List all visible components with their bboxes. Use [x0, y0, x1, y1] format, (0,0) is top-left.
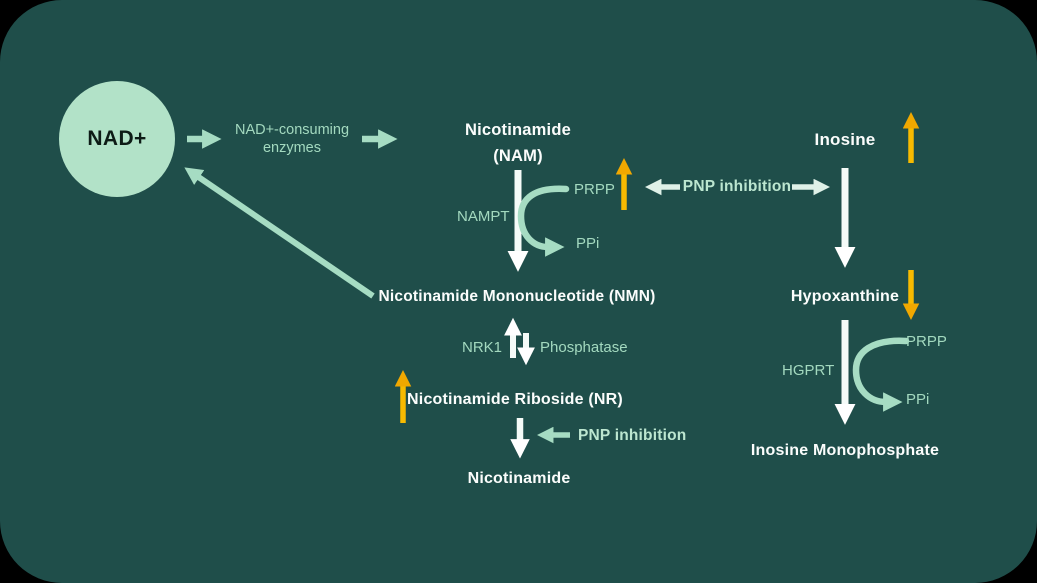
nam-line1: Nicotinamide: [464, 121, 572, 139]
nampt-prpp-ppi-curved-arrow: [517, 185, 570, 257]
consuming-enzymes-line1: NAD+-consuming: [234, 122, 350, 138]
hgprt-prpp-ppi-curved-arrow: [852, 337, 910, 412]
prpp-left-label: PRPP: [574, 181, 615, 198]
inosine-node: Inosine: [814, 130, 876, 149]
ppi-left-label: PPi: [576, 235, 600, 252]
nr-node: Nicotinamide Riboside (NR): [407, 391, 623, 408]
nmn-to-nad-salvage-arrow: [184, 167, 375, 299]
consuming-enzymes-line2: enzymes: [262, 140, 322, 156]
nicotinamide-node: Nicotinamide: [467, 470, 571, 487]
consuming-enzymes-label: NAD+-consuming enzymes: [235, 121, 349, 157]
phosphatase-enzyme-label: Phosphatase: [540, 339, 628, 356]
hgprt-enzyme-label: HGPRT: [782, 362, 835, 379]
imp-node: Inosine Monophosphate: [750, 442, 940, 459]
nam-node: Nicotinamide (NAM): [465, 117, 571, 169]
nrk1-enzyme-label: NRK1: [462, 339, 503, 356]
nmn-node: Nicotinamide Mononucleotide (NMN): [378, 288, 656, 305]
nad-node: NAD+: [59, 81, 175, 197]
hypoxanthine-node: Hypoxanthine: [790, 288, 900, 305]
ppi-right-label: PPi: [906, 391, 930, 408]
nampt-enzyme-label: NAMPT: [457, 208, 510, 225]
pnp-inhibition-bottom-label: PNP inhibition: [578, 427, 687, 444]
nam-line2: (NAM): [493, 147, 543, 165]
pnp-inhibition-mid-label: PNP inhibition: [682, 178, 792, 195]
nad-label: NAD+: [87, 127, 147, 150]
prpp-right-label: PRPP: [906, 333, 947, 350]
